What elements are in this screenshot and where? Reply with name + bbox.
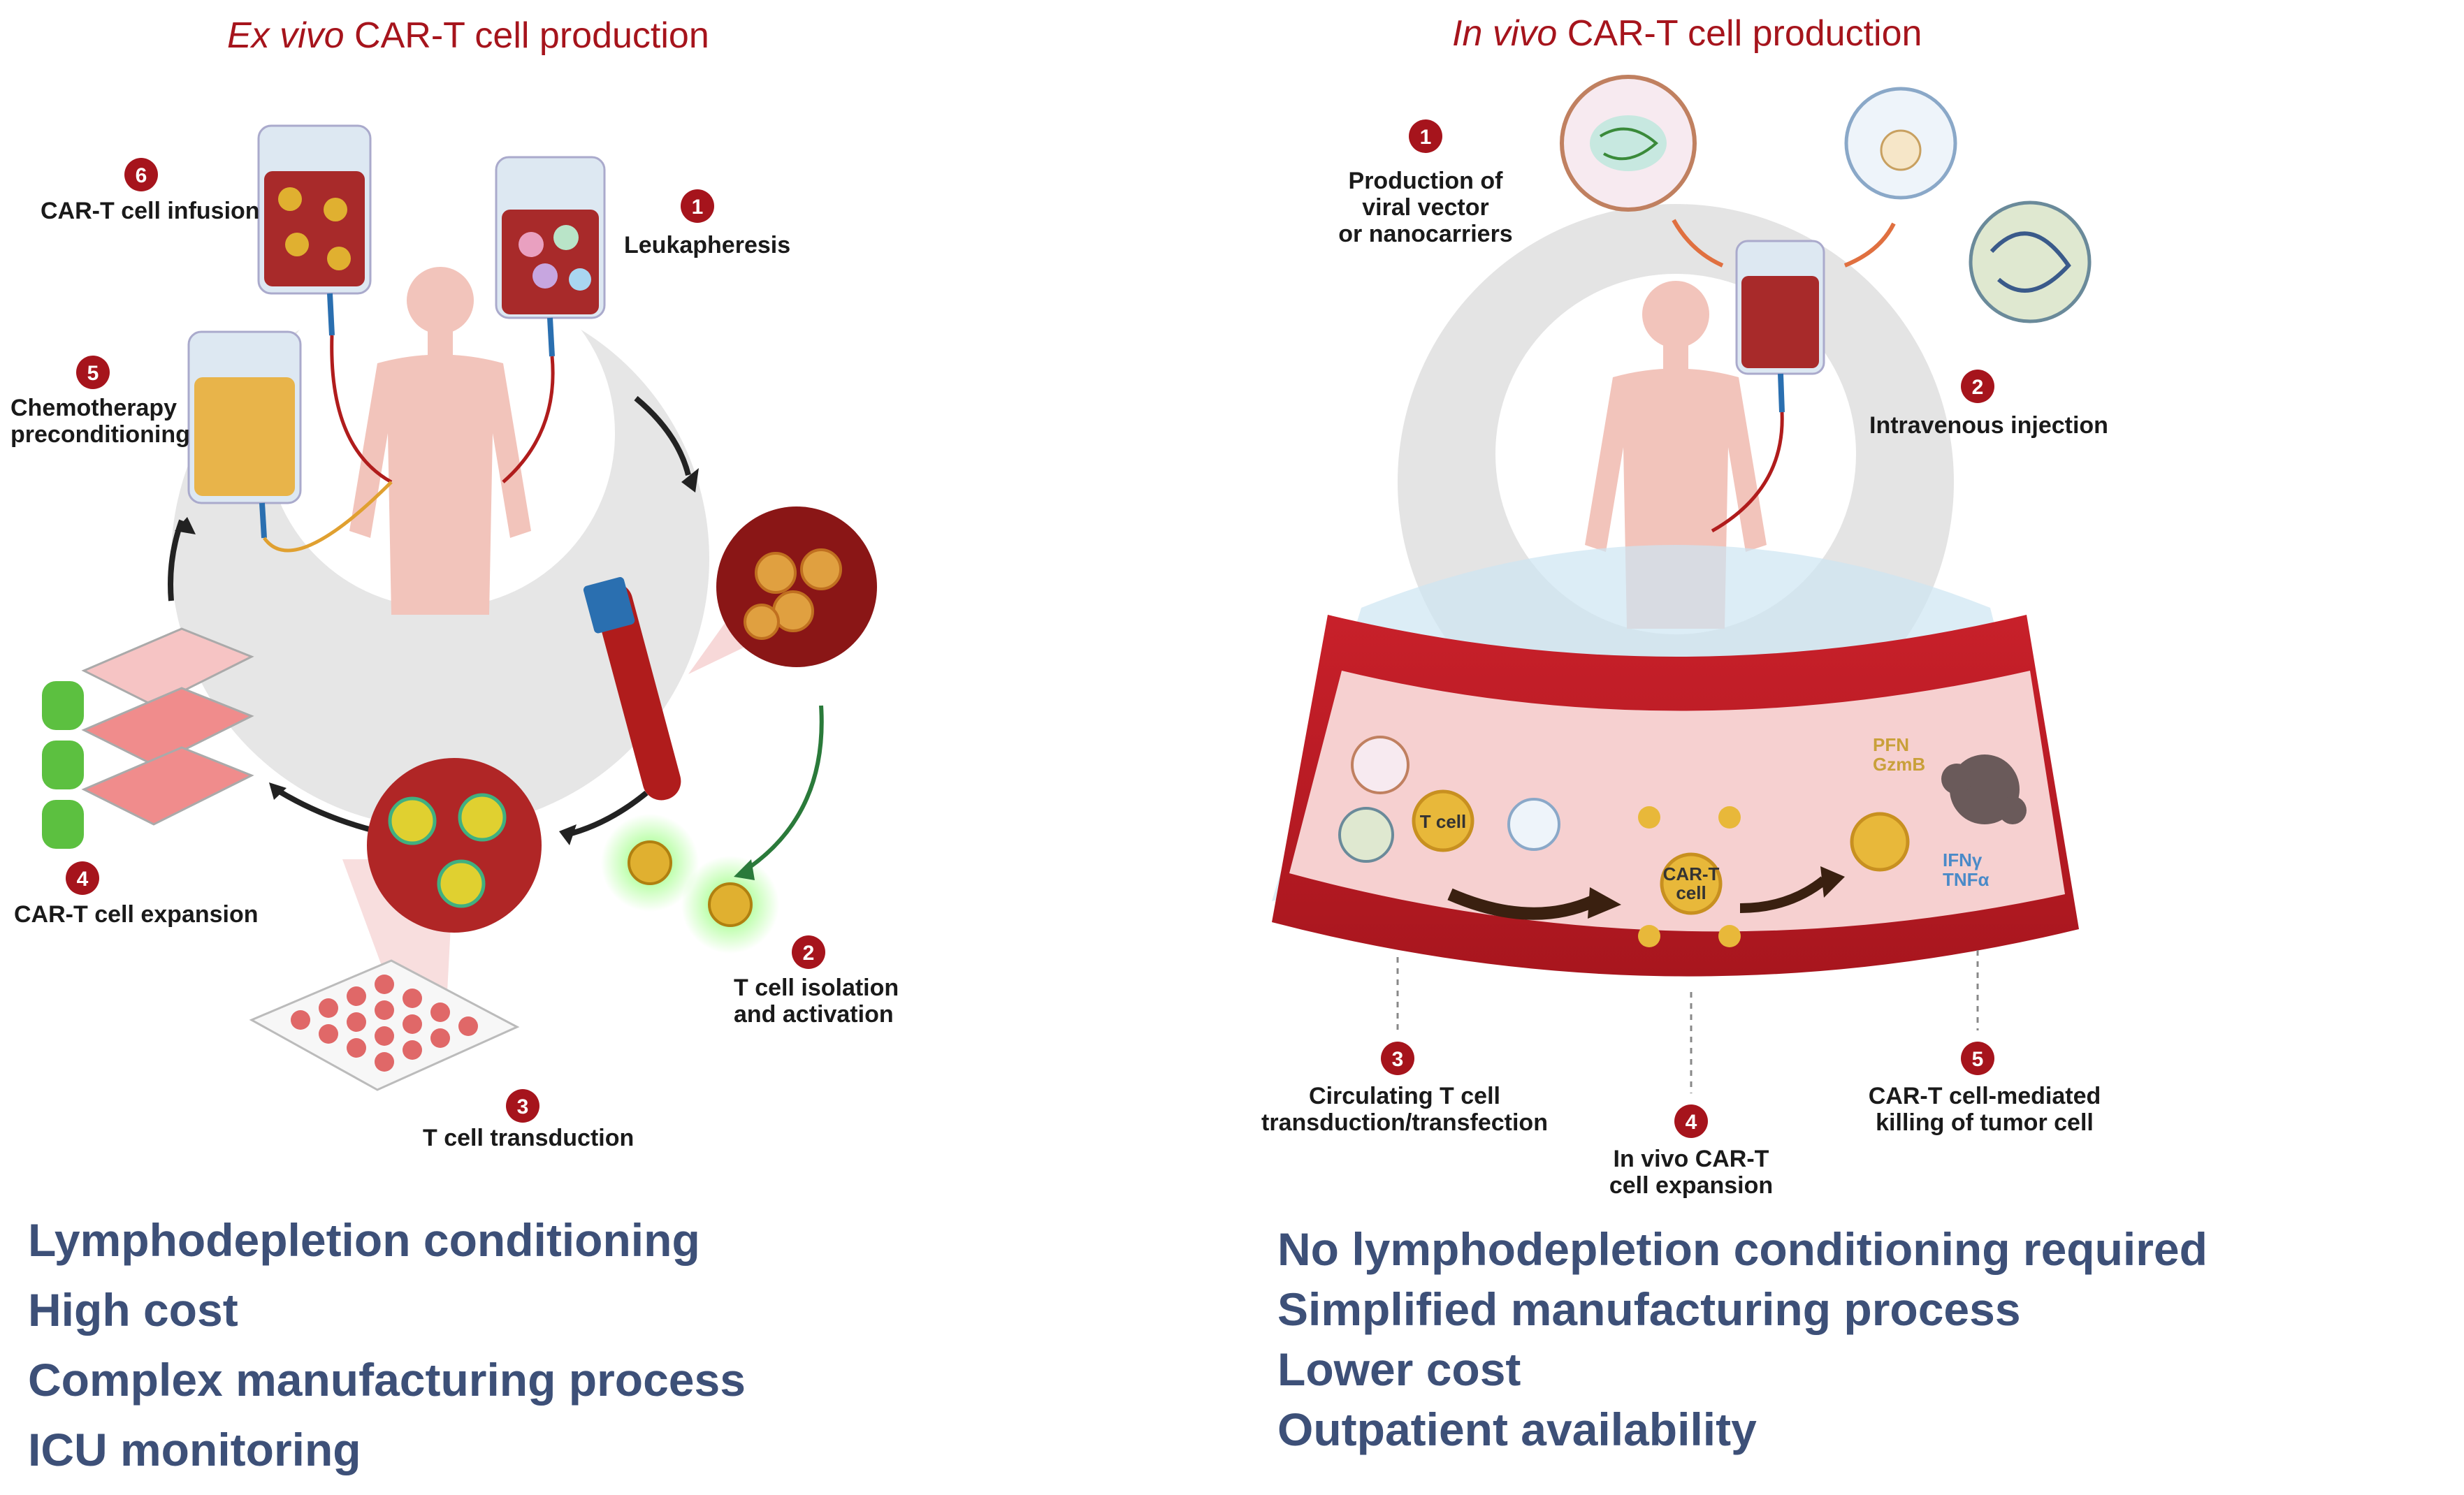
t-cell-icon xyxy=(1412,789,1474,852)
nanocarrier-icon xyxy=(1844,87,1957,200)
label-t-cell-isolation-1: T cell isolation xyxy=(734,975,899,1001)
leader-lines xyxy=(1396,950,1979,1093)
label-production-2: viral vector xyxy=(1362,194,1488,221)
svg-text:4: 4 xyxy=(77,868,89,891)
human-body-icon xyxy=(349,267,531,615)
in-vivo-bullets: No lymphodepletion conditioning required… xyxy=(1277,1219,2208,1459)
label-t-cell-isolation-2: and activation xyxy=(734,1001,894,1028)
left-panel: Ex vivo CAR-T cell production xyxy=(10,15,899,1151)
badge-step-4 xyxy=(66,861,99,895)
right-panel: In vivo CAR-T cell production xyxy=(1261,13,2108,1199)
bullet-item: Lymphodepletion conditioning xyxy=(28,1214,700,1266)
gzmb-text: GzmB xyxy=(1873,754,1925,775)
badge-r-step-5 xyxy=(1961,1042,1994,1075)
right-title: In vivo CAR-T cell production xyxy=(1452,13,1922,54)
left-title: Ex vivo CAR-T cell production xyxy=(227,15,709,56)
label-chemotherapy-1: Chemotherapy xyxy=(10,395,177,421)
svg-text:1: 1 xyxy=(692,196,704,219)
ifng-text: IFNγ xyxy=(1943,849,1983,870)
label-circulating-1: Circulating T cell xyxy=(1309,1083,1500,1109)
bullet-item: No lymphodepletion conditioning required xyxy=(1277,1223,2208,1275)
svg-text:5: 5 xyxy=(1972,1048,1984,1071)
cycle-arrowheads xyxy=(175,468,699,845)
badge-step-6 xyxy=(124,158,158,191)
svg-text:1: 1 xyxy=(1420,126,1432,149)
t-cell-text: T cell xyxy=(1420,811,1466,832)
badge-r-step-2 xyxy=(1961,370,1994,403)
transduced-cells-zoom xyxy=(342,758,542,992)
badge-step-2 xyxy=(792,935,825,969)
label-production-3: or nanocarriers xyxy=(1338,221,1512,247)
iv-bag-right-icon xyxy=(1711,240,1825,533)
expansion-flasks-icon xyxy=(42,627,254,849)
label-production-1: Production of xyxy=(1349,168,1504,194)
label-leukapheresis: Leukapheresis xyxy=(624,232,790,258)
svg-text:3: 3 xyxy=(517,1095,529,1118)
bullet-item: ICU monitoring xyxy=(28,1424,361,1475)
activated-t-cells-icon xyxy=(601,705,824,954)
well-plate-icon xyxy=(249,959,520,1091)
label-intravenous: Intravenous injection xyxy=(1869,412,2108,439)
bullet-item: Simplified manufacturing process xyxy=(1277,1283,2021,1335)
badge-r-step-4 xyxy=(1674,1104,1708,1138)
label-killing-1: CAR-T cell-mediated xyxy=(1869,1083,2101,1109)
bullet-item: Outpatient availability xyxy=(1277,1403,1757,1455)
badge-step-3 xyxy=(506,1089,539,1123)
left-step-badges: 1 Leukapheresis 2 T cell isolation and a… xyxy=(10,158,899,1151)
svg-text:6: 6 xyxy=(136,164,147,187)
badge-step-5 xyxy=(76,356,110,389)
t-cell-zoom-circle xyxy=(716,506,877,667)
bullet-item: Lower cost xyxy=(1277,1343,1521,1395)
svg-text:2: 2 xyxy=(1972,376,1984,399)
blood-tube-icon xyxy=(583,577,681,801)
label-circulating-2: transduction/transfection xyxy=(1261,1109,1548,1136)
bullet-item: Complex manufacturing process xyxy=(28,1354,746,1406)
label-chemotherapy-2: preconditioning xyxy=(10,421,190,448)
label-car-t-infusion: CAR-T cell infusion xyxy=(41,198,260,224)
viral-vector-icon xyxy=(1560,75,1697,212)
car-t-infusion-bag-icon xyxy=(257,124,393,484)
label-in-vivo-expansion-1: In vivo CAR-T xyxy=(1614,1146,1769,1172)
bullet-item: High cost xyxy=(28,1284,238,1336)
svg-text:3: 3 xyxy=(1392,1048,1404,1071)
badge-step-1 xyxy=(681,189,714,223)
injection-arrows xyxy=(1672,219,1896,268)
polyplex-icon xyxy=(1969,200,2092,323)
tumor-cell-icon xyxy=(1941,754,2027,824)
tnfa-text: TNFα xyxy=(1943,869,1990,890)
label-car-t-expansion: CAR-T cell expansion xyxy=(14,901,259,928)
label-in-vivo-expansion-2: cell expansion xyxy=(1609,1172,1773,1199)
svg-text:4: 4 xyxy=(1686,1111,1697,1134)
vessel-contents: T cell CAR-T cell PFN GzmB IFNγ TNFα xyxy=(1338,734,2027,947)
chemotherapy-bag-icon xyxy=(187,330,393,553)
svg-text:5: 5 xyxy=(87,362,99,385)
label-killing-2: killing of tumor cell xyxy=(1876,1109,2094,1136)
leukapheresis-bag-icon xyxy=(495,156,606,483)
car-t-cell-icon xyxy=(1660,852,1723,915)
ex-vivo-bullets: Lymphodepletion conditioning High cost C… xyxy=(28,1205,746,1485)
label-t-cell-transduction: T cell transduction xyxy=(423,1125,634,1151)
badge-r-step-3 xyxy=(1381,1042,1414,1075)
pfn-text: PFN xyxy=(1873,734,1909,755)
car-t-text-1: CAR-T xyxy=(1663,863,1720,884)
car-t-text-2: cell xyxy=(1676,882,1706,903)
svg-text:2: 2 xyxy=(803,942,815,965)
badge-r-step-1 xyxy=(1409,119,1442,153)
right-step-badges: 1 Production of viral vector or nanocarr… xyxy=(1261,119,2108,1199)
